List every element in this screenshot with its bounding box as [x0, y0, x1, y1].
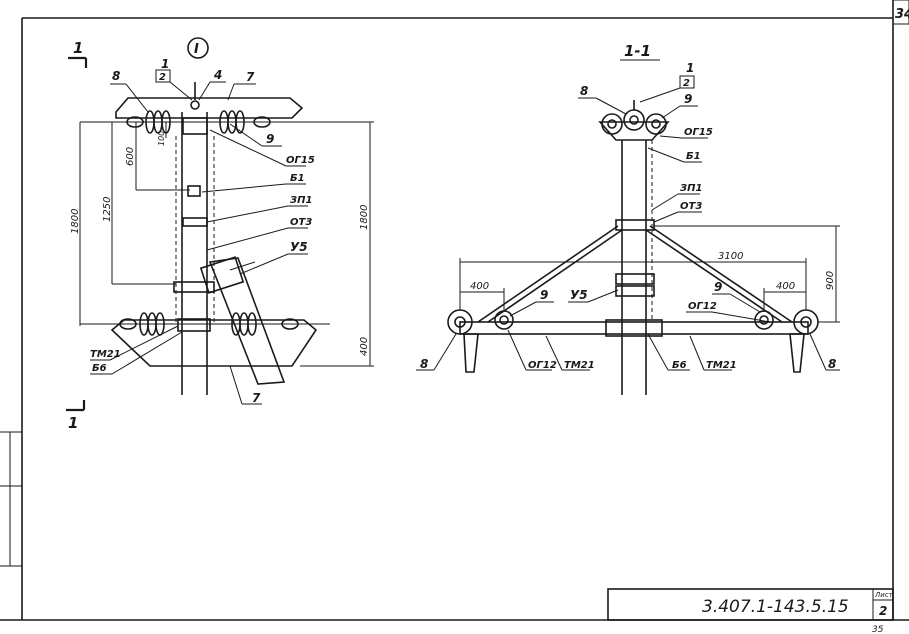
label-9: 9 — [266, 132, 274, 146]
label-u5: У5 — [570, 288, 588, 302]
insulator-bottom-left — [119, 312, 165, 336]
bracket-ot3-right — [615, 219, 655, 231]
label-8-left: 8 — [420, 357, 428, 371]
bottom-beam-right — [459, 319, 809, 373]
svg-text:2: 2 — [683, 78, 690, 89]
label-zp1: ЗП1 — [290, 195, 312, 206]
insulator-bottom-right — [231, 312, 299, 336]
bottom-traverse-left — [80, 312, 330, 367]
list-label: Лист — [874, 591, 894, 599]
label-b1: Б1 — [290, 173, 305, 184]
svg-text:1: 1 — [686, 61, 694, 75]
label-b6: Б6 — [92, 363, 107, 374]
pole-left — [181, 112, 208, 395]
section-title: 1-1 — [624, 42, 651, 60]
dim-400-right: 400 — [776, 281, 795, 292]
label-8-top: 8 — [580, 84, 588, 98]
svg-text:1: 1 — [161, 57, 169, 71]
dim-900: 900 — [825, 271, 836, 290]
bracket-u5-right — [615, 273, 655, 285]
insulator-top-right — [219, 110, 271, 134]
node-circle-mark: I — [187, 37, 209, 59]
dimensions-left — [79, 121, 374, 367]
label-og15: ОГ15 — [286, 155, 315, 166]
bracket-b1-left — [187, 185, 201, 197]
top-traverse-left — [80, 82, 330, 135]
label-4: 4 — [213, 68, 222, 82]
label-og12-right: ОГ12 — [688, 301, 717, 312]
label-ot3: ОТ3 — [290, 217, 312, 228]
label-9-top: 9 — [684, 92, 692, 106]
section-mark-bottom: 1 — [66, 400, 86, 432]
svg-text:I: I — [194, 42, 199, 57]
top-head-right — [598, 100, 670, 141]
dim-1800-left: 1800 — [70, 209, 81, 234]
label-zp1: ЗП1 — [680, 183, 702, 194]
label-9-left: 9 — [540, 288, 548, 302]
label-og12-left: ОГ12 — [528, 360, 557, 371]
label-9-right: 9 — [714, 280, 722, 294]
left-view: 1 1 I — [66, 37, 374, 432]
label-tm21-right: ТМ21 — [706, 360, 737, 371]
strut-left — [199, 256, 286, 385]
dim-1800-right: 1800 — [359, 205, 370, 230]
label-ot3: ОТ3 — [680, 201, 702, 212]
page-number: 34 — [895, 7, 909, 22]
callout-1-2-left: 1 2 — [155, 57, 193, 101]
sheet-frame — [0, 0, 909, 621]
dimensions-right — [459, 225, 840, 323]
section-mark-top: 1 — [68, 39, 88, 68]
leaders-left — [90, 81, 308, 405]
label-8: 8 — [112, 69, 120, 83]
callout-1-2-right: 1 2 — [639, 61, 695, 103]
svg-text:1: 1 — [73, 39, 83, 57]
pulley-inner-left — [494, 310, 514, 330]
dim-600: 600 — [125, 147, 136, 166]
braces-right — [477, 225, 793, 323]
document-code: 3.407.1-143.5.15 — [702, 597, 849, 617]
label-tm21: ТМ21 — [90, 349, 121, 360]
dim-100: 100 — [157, 131, 166, 146]
dim-1250: 1250 — [102, 197, 113, 222]
label-b6: Б6 — [672, 360, 687, 371]
pole-right — [621, 140, 653, 395]
svg-text:2: 2 — [159, 72, 166, 83]
right-view: 1-1 — [416, 42, 840, 395]
bracket-zp1-left — [182, 217, 208, 227]
bottom-mark: 35 — [872, 625, 884, 634]
label-tm21-left: ТМ21 — [564, 360, 595, 371]
leaders-right — [416, 97, 840, 371]
label-7-top: 7 — [246, 70, 255, 84]
label-b1: Б1 — [686, 151, 701, 162]
label-og15: ОГ15 — [684, 127, 713, 138]
svg-text:1: 1 — [68, 414, 78, 432]
dim-3100: 3100 — [718, 251, 743, 262]
list-number: 2 — [879, 604, 887, 618]
dim-400-left: 400 — [359, 337, 370, 356]
dim-400-left: 400 — [470, 281, 489, 292]
label-8-right: 8 — [828, 357, 836, 371]
label-7-bottom: 7 — [252, 391, 261, 405]
label-u5: У5 — [290, 240, 308, 254]
